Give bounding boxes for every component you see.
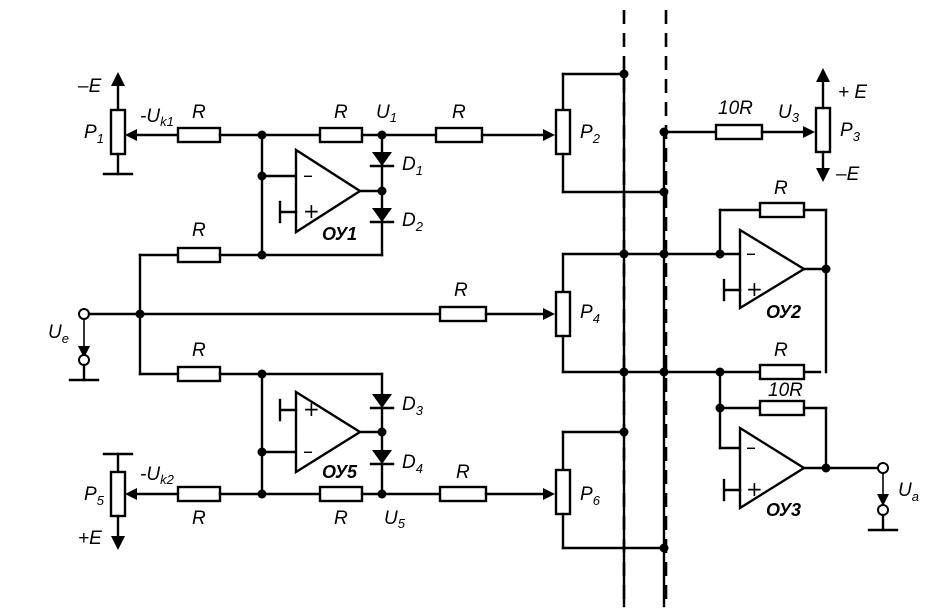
label-r-oy2-in: R [774,340,788,361]
label-r-mid1: R [334,102,348,123]
label-plus-e-p3: + E [838,82,867,103]
resistor-r-mid [438,305,488,323]
oy5-plus-sign: + [303,397,320,421]
resistor-r-mid5 [318,485,364,503]
potentiometer-p3 [814,68,832,182]
label-r-oy2: R [774,178,788,199]
label-ue: Ue [48,322,69,346]
label-oy3: ОУ3 [766,500,801,520]
label-r-in5: R [192,508,206,529]
label-oy5: ОУ5 [322,462,358,482]
label-r-bot: R [456,462,470,483]
label-minus-e-p1: –E [77,76,102,97]
output-terminal-ua [877,462,889,474]
potentiometer-p6 [554,430,666,550]
label-p6: P6 [580,484,601,508]
opamp-oy3 [738,425,807,511]
oy1-minus-sign: – [303,163,313,187]
oy3-minus-sign: – [746,435,756,459]
resistor-r-fb5 [176,365,222,383]
label-d2: D2 [402,210,424,234]
resistor-r-in1 [176,126,222,144]
label-r-fb1: R [192,220,206,241]
label-minus-e-p3: –E [835,164,860,185]
oy2-minus-sign: – [746,241,756,265]
resistor-r-in5 [176,485,222,503]
diode-d3 [369,394,395,410]
diode-d4 [369,450,395,466]
label-p5: P5 [84,484,105,508]
label-r-top: R [452,102,466,123]
opamp-oy1 [294,147,363,235]
label-p4: P4 [580,302,600,326]
bus-bars [622,72,666,608]
diode-d1 [369,152,395,168]
oy3-plus-sign: + [746,477,763,501]
label-r-in1: R [192,102,206,123]
label-10r-top: 10R [718,98,753,119]
label-p3: P3 [840,120,861,144]
label-r-fb5: R [192,340,206,361]
label-uk1: -Uk1 [140,106,174,129]
label-oy2: ОУ2 [766,302,801,322]
resistor-r-oy2 [758,201,806,219]
label-p1: P1 [84,122,104,146]
label-d1: D1 [402,154,423,178]
resistor-r-oy2-in [758,363,806,381]
opamp-oy2 [738,227,807,311]
label-d3: D3 [402,394,424,418]
label-10r-oy3: 10R [768,380,803,401]
input-terminal-ue [78,308,90,320]
separation-lines [622,10,668,606]
resistor-r-top [434,126,484,144]
oy1-plus-sign: + [303,199,320,223]
label-u5: U5 [384,508,406,531]
resistor-r-mid1 [318,126,364,144]
resistor-10r-top [714,123,764,141]
label-plus-e-p5: +E [78,528,102,549]
label-p2: P2 [580,122,601,146]
resistor-r-fb1 [176,246,222,264]
label-u3: U3 [778,102,800,125]
opamp-oy5 [294,389,363,475]
label-r-mid: R [454,280,468,301]
label-oy1: ОУ1 [322,224,357,244]
label-u1: U1 [376,102,397,125]
resistor-10r-oy3 [758,399,806,417]
label-r-mid5: R [334,508,348,529]
diode-d2 [369,208,395,224]
potentiometer-p2 [554,72,666,194]
label-ua: Ua [898,480,919,504]
label-uk2: -Uk2 [140,464,175,487]
potentiometer-p5 [102,452,180,550]
potentiometer-p1 [102,72,180,176]
oy2-plus-sign: + [746,277,763,301]
resistor-r-bot [438,485,488,503]
junction-dots [135,69,831,553]
label-d4: D4 [402,452,423,476]
oy5-minus-sign: – [303,439,313,463]
